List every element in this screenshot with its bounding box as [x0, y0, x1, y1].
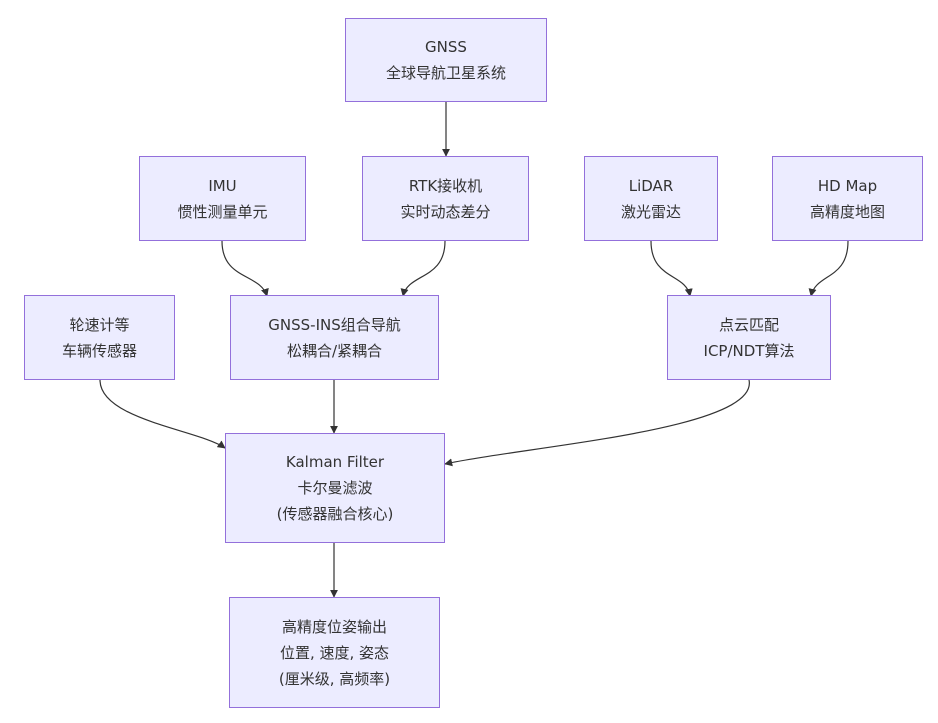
node-gnss-line-1: GNSS [425, 38, 467, 56]
node-hdmap: HD Map 高精度地图 [772, 156, 923, 241]
node-point-cloud-matching: 点云匹配 ICP/NDT算法 [667, 295, 831, 380]
node-lidar-line-1: LiDAR [628, 176, 674, 195]
node-pcm-line-2: ICP/NDT算法 [703, 341, 795, 360]
node-kalman-filter: Kalman Filter 卡尔曼滤波 (传感器融合核心) [225, 433, 445, 543]
node-output-line-1: 高精度位姿输出 [281, 617, 387, 636]
node-wheel-line-2: 车辆传感器 [61, 341, 137, 360]
node-output-line-3: (厘米级, 高频率) [278, 669, 391, 688]
node-ins-line-2: 松耦合/紧耦合 [286, 341, 383, 360]
node-imu-line-2: 惯性测量单元 [177, 202, 268, 221]
edge-lidar-to-pcm [650, 240, 693, 297]
node-pose-output: 高精度位姿输出 位置, 速度, 姿态 (厘米级, 高频率) [229, 597, 440, 708]
node-kalman-line-3: (传感器融合核心) [276, 505, 394, 523]
node-gnss-line-2: 全球导航卫星系统 [385, 64, 506, 82]
node-rtk-line-2: 实时动态差分 [400, 202, 491, 221]
node-lidar: LiDAR 激光雷达 [584, 156, 718, 241]
node-lidar-line-2: 激光雷达 [620, 202, 681, 221]
node-rtk-line-1: RTK接收机 [408, 176, 483, 195]
node-wheel-line-1: 轮速计等 [69, 315, 130, 334]
node-imu: IMU 惯性测量单元 [139, 156, 306, 241]
node-gnss-ins: GNSS-INS组合导航 松耦合/紧耦合 [230, 295, 439, 380]
edge-rtk-to-ins [400, 240, 446, 297]
edge-wheel-to-kalman [99, 379, 226, 449]
node-imu-line-1: IMU [208, 176, 237, 195]
node-rtk: RTK接收机 实时动态差分 [362, 156, 529, 241]
edge-imu-to-ins [221, 240, 269, 297]
node-wheel-sensors: 轮速计等 车辆传感器 [24, 295, 175, 380]
node-gnss: GNSS 全球导航卫星系统 [345, 18, 547, 102]
node-kalman-line-2: 卡尔曼滤波 [297, 479, 373, 497]
edge-pcm-to-kalman [444, 379, 750, 467]
node-hdmap-line-2: 高精度地图 [809, 202, 885, 221]
edge-hdmap-to-pcm [808, 240, 849, 297]
node-hdmap-line-1: HD Map [817, 176, 878, 195]
node-output-line-2: 位置, 速度, 姿态 [279, 643, 390, 662]
node-pcm-line-1: 点云匹配 [718, 315, 779, 334]
node-ins-line-1: GNSS-INS组合导航 [268, 315, 401, 334]
node-kalman-line-1: Kalman Filter [285, 453, 385, 471]
